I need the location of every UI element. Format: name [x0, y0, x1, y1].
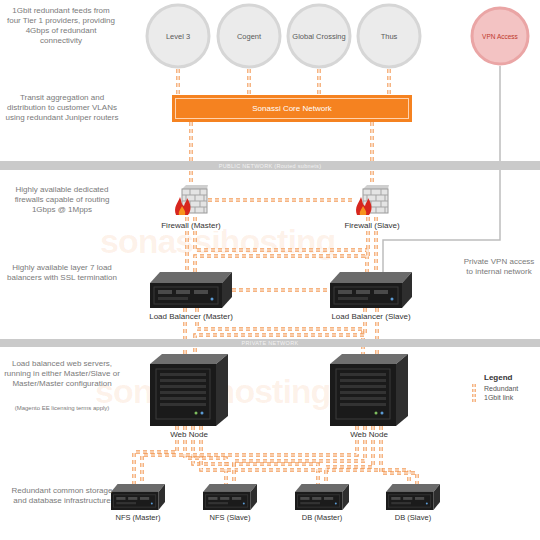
load-balancer-node: Load Balancer (Slave)	[330, 272, 412, 308]
circle-text-holder: Cogent	[222, 3, 276, 69]
circle-text-holder: Level 3	[151, 3, 205, 69]
circle-text-holder: Global Crossing	[292, 3, 346, 69]
storage-node: NFS (Master)	[111, 484, 165, 510]
circle-shape	[288, 5, 350, 67]
storage-server-icon	[111, 484, 165, 510]
redundant-link	[178, 69, 179, 95]
provider-circle: Cogent	[216, 3, 282, 69]
node-text: Sonassi Core Network	[252, 104, 332, 113]
provider-circle: Thus	[356, 3, 422, 69]
device-label: DB (Master)	[300, 513, 344, 523]
database-node: DB (Master)	[295, 484, 349, 510]
circle-text-holder: VPN Access	[476, 6, 524, 66]
annotation-text: Highly available layer 7 load balancers …	[4, 263, 120, 283]
device-label: Firewall (Slave)	[342, 221, 401, 231]
redundant-link	[319, 69, 320, 95]
node-text: PRIVATE NETWORK	[242, 339, 299, 347]
device-label: DB (Slave)	[393, 513, 433, 523]
network-band: PUBLIC NETWORK (Routed subnets)	[0, 161, 540, 170]
legend-text: Redundant 1Gbit link	[484, 385, 534, 402]
firewall-node: Firewall (Master)	[174, 183, 208, 217]
device-label: Firewall (Master)	[159, 221, 223, 231]
redundant-link	[208, 200, 355, 201]
web-server-icon	[330, 354, 408, 426]
annotation-text: Transit aggregation and distribution to …	[4, 93, 120, 123]
firewall-icon	[356, 185, 389, 215]
redundant-link	[389, 69, 390, 95]
redundant-link	[232, 290, 330, 291]
firewall-node: Firewall (Slave)	[355, 183, 389, 217]
circle-shape	[358, 5, 420, 67]
legend-title: Legend	[484, 373, 534, 383]
firewall-icon	[175, 185, 208, 215]
node-text: Global Crossing	[292, 32, 345, 41]
annotation-text: (Magento EE licensing terms apply)	[14, 405, 110, 413]
storage-node: NFS (Slave)	[203, 484, 257, 510]
annotation-text: Private VPN access to internal network	[460, 257, 538, 277]
node-text: Cogent	[237, 32, 261, 41]
redundant-link	[372, 122, 373, 183]
load-balancer-icon	[150, 272, 232, 308]
annotation-text: Redundant common storage and database in…	[4, 486, 120, 506]
database-server-icon	[386, 484, 440, 510]
legend-sample	[474, 384, 475, 402]
core-network-bar: Sonassi Core Network	[172, 95, 412, 122]
annotation-text: Load balanced web servers, running in ei…	[4, 359, 120, 389]
redundant-link	[142, 426, 357, 484]
redundant-link	[234, 426, 365, 484]
storage-server-icon	[203, 484, 257, 510]
node-text: Thus	[381, 32, 398, 41]
load-balancer-node: Load Balancer (Master)	[150, 272, 232, 308]
circle-shape	[218, 5, 280, 67]
web-server-icon	[150, 354, 228, 426]
provider-circle: Global Crossing	[286, 3, 352, 69]
device-label: NFS (Master)	[114, 513, 163, 523]
annotation-text: Highly available dedicated firewalls cap…	[4, 185, 120, 215]
circle-text-holder: Thus	[362, 3, 416, 69]
node-text: Level 3	[166, 32, 190, 41]
circle-shape	[147, 5, 209, 67]
device-label: NFS (Slave)	[208, 513, 253, 523]
network-band: PRIVATE NETWORK	[0, 339, 540, 347]
database-node: DB (Slave)	[386, 484, 440, 510]
redundant-link	[249, 69, 250, 95]
web-node: Web Node	[150, 354, 228, 426]
vpn-circle: VPN Access	[470, 6, 530, 66]
node-text: VPN Access	[482, 32, 518, 41]
device-label: Web Node	[348, 430, 390, 440]
database-server-icon	[295, 484, 349, 510]
node-text: PUBLIC NETWORK (Routed subnets)	[219, 162, 322, 170]
redundant-link	[191, 122, 192, 183]
circle-shape	[472, 8, 528, 64]
web-node: Web Node	[330, 354, 408, 426]
annotation-text: 1Gbit redundant feeds from four Tier 1 p…	[6, 6, 116, 46]
device-label: Load Balancer (Master)	[147, 312, 235, 322]
load-balancer-icon	[330, 272, 412, 308]
provider-circle: Level 3	[145, 3, 211, 69]
device-label: Load Balancer (Slave)	[329, 312, 412, 322]
device-label: Web Node	[168, 430, 210, 440]
